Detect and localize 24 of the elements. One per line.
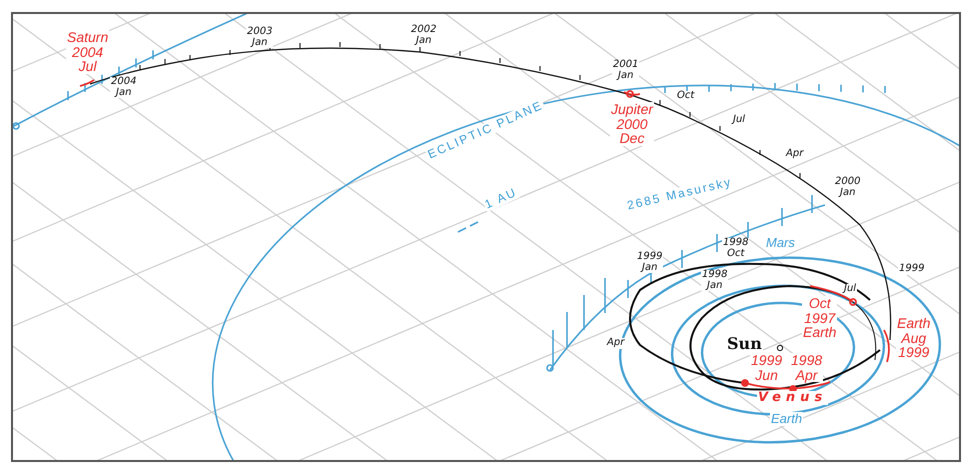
date-label: Apr [606,338,626,348]
planet-date-label: 1998 Apr [790,353,824,382]
orbit-label: Earth [770,412,804,426]
sun-label: Sun [726,336,763,353]
date-label: Oct [676,91,696,102]
date-label: 2001 Jan [612,60,640,81]
date-label: 1999 Jan [636,252,664,273]
date-label: Jul [843,284,858,294]
date-label: 2003 Jan [246,27,274,48]
planet-date-label: Saturn 2004 Jul [66,30,110,74]
orbit-label: Mars [765,236,796,250]
date-label: 2002 Jan [410,25,438,46]
planet-label: Venus [757,391,828,405]
date-label: 1998 Oct [722,238,750,259]
date-label: Jul [732,115,746,126]
date-label: 2004 Jan [110,77,138,98]
date-label: 1999 [898,264,926,274]
planet-date-label: Earth Aug 1999 [896,316,932,360]
date-label: Apr [785,149,804,160]
planet-date-label: Jupiter 2000 Dec [610,102,654,146]
date-label: 2000 Jan [834,177,862,198]
date-label: 1998 Jan [701,270,728,291]
planet-date-label: Oct 1997 Earth [802,296,838,340]
planet-date-label: 1999 Jun [750,353,784,382]
